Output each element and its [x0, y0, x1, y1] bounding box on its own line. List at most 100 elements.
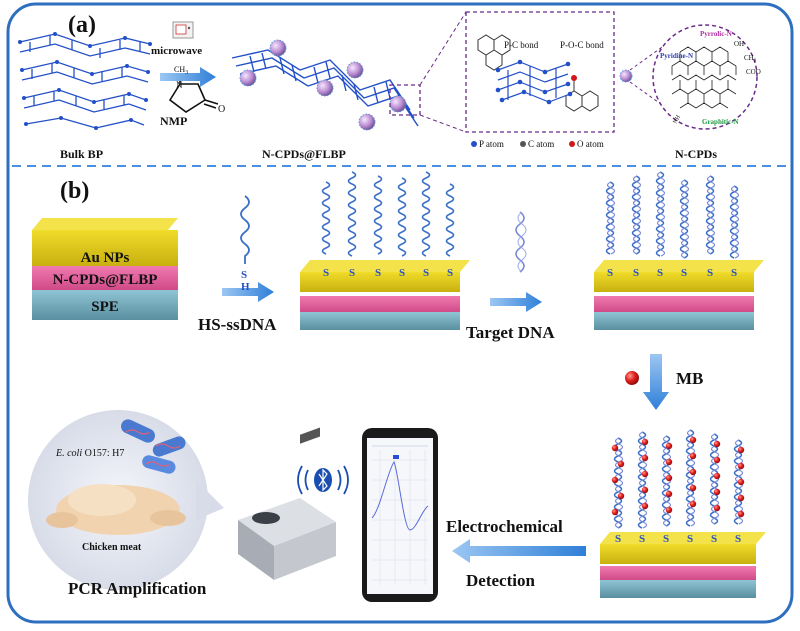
mb-molecule: [641, 502, 649, 510]
zoom-line-top: [419, 11, 467, 86]
thiol-s-marker: S: [447, 267, 453, 279]
thiol-s-marker: S: [687, 533, 693, 545]
poc-bond-label: P-O-C bond: [560, 40, 604, 50]
mb-molecule: [611, 508, 619, 516]
mb-dsdna-complement: [686, 429, 696, 527]
thiol-s-marker: S: [681, 267, 687, 279]
ssdna-strand: [397, 177, 407, 257]
thiol-s-marker: S: [349, 267, 355, 279]
chicken-illustration: [46, 484, 186, 535]
mb-ball: [625, 371, 639, 385]
thiol-s-marker: S: [375, 267, 381, 279]
thiol-s-marker: S: [707, 267, 713, 279]
ssdna-strand: [347, 171, 357, 257]
ncpds-label: N-CPDs: [675, 147, 717, 161]
ssdna-strand: [421, 171, 431, 257]
ecoli-bacteria: [121, 419, 186, 474]
thiol-s-marker: S: [399, 267, 405, 279]
mb-molecule: [737, 446, 745, 454]
dsdna-complement: [656, 171, 666, 257]
flbp-sheet: [231, 49, 419, 127]
bond-detail-atoms: [495, 59, 573, 105]
ncpds-flbp-layer-label: N-CPDs@FLBP: [53, 272, 158, 288]
mb-molecule: [665, 474, 673, 482]
dsdna-complement: [606, 181, 616, 255]
mb-dsdna-complement: [662, 435, 672, 527]
bluetooth-icon: [297, 465, 349, 495]
mb-molecule: [737, 510, 745, 518]
ssdna-strand: [373, 175, 383, 255]
mb-dsdna-complement: [638, 431, 648, 529]
arrow-step-2: [490, 292, 542, 312]
legend-o-dot: [569, 141, 575, 147]
dsdna-complement: [680, 179, 690, 259]
mb-molecule: [665, 490, 673, 498]
dsdna-complement: [730, 185, 740, 259]
product-label: N-CPDs@FLBP: [262, 147, 346, 161]
bulk-bp-atoms: [18, 32, 152, 130]
panel-a-label: (a): [68, 12, 96, 38]
small-cpd-dot: [619, 69, 633, 83]
legend-p-label: P atom: [479, 139, 504, 149]
electrode-mb: [600, 532, 766, 598]
oh-label: OH: [734, 40, 744, 48]
ch3-label: CH3: [744, 54, 757, 64]
zoom-source-box: [389, 84, 421, 116]
electrode-ssdna: [300, 260, 470, 330]
panel-b-label: (b): [60, 178, 89, 204]
bond-oxygen-atom: [571, 75, 577, 81]
mb-molecule: [665, 458, 673, 466]
thiol-s-marker: S: [607, 267, 613, 279]
outer-frame: [6, 2, 794, 624]
thiol-h-label: H: [241, 281, 250, 293]
mb-molecule: [737, 462, 745, 470]
mb-molecule: [737, 478, 745, 486]
mb-molecule: [689, 452, 697, 460]
thiol-s-marker: S: [657, 267, 663, 279]
electrode-hybridized: [594, 260, 764, 330]
legend-c-dot: [520, 141, 526, 147]
bond-detail-structure: [477, 34, 599, 112]
ssdna-strand: [445, 183, 455, 257]
nmp-nitrogen-label: N: [176, 80, 183, 90]
mb-molecule: [689, 500, 697, 508]
mb-molecule: [617, 492, 625, 500]
chicken-meat-label: Chicken meat: [82, 542, 142, 553]
thiol-s-marker: S: [323, 267, 329, 279]
target-dna-strand: [515, 211, 527, 273]
spe-label: SPE: [91, 299, 119, 315]
thiol-s-marker: S: [735, 533, 741, 545]
thiol-s-label: S: [241, 269, 247, 281]
microwave-label: microwave: [151, 45, 202, 57]
graphitic-label: Graphitic-N: [702, 118, 739, 126]
mb-molecule: [611, 444, 619, 452]
mb-molecule: [713, 440, 721, 448]
graphene-lattice: [671, 46, 737, 109]
pc-bond-label: P-C bond: [504, 40, 539, 50]
nmp-oxygen-label: O: [218, 104, 225, 115]
arrow-bulk-to-product: [160, 67, 216, 87]
thiol-s-marker: S: [423, 267, 429, 279]
nh2-label: NH: [673, 114, 683, 125]
hs-ssdna-label: HS-ssDNA: [198, 315, 277, 334]
hs-ssdna-strand: [240, 195, 250, 264]
mb-molecule: [665, 442, 673, 450]
initial-electrode: [32, 218, 178, 320]
thiol-s-marker: S: [633, 267, 639, 279]
ncpd-structure-circle: [652, 24, 758, 130]
potentiostat-device: [238, 427, 336, 580]
mb-molecule: [641, 438, 649, 446]
pyrrolic-label: Pyrrolic-N: [700, 30, 732, 38]
thiol-s-marker: S: [639, 533, 645, 545]
au-nps-label: Au NPs: [81, 250, 130, 266]
bulk-bp-label: Bulk BP: [60, 147, 103, 161]
mb-molecule: [737, 494, 745, 502]
bond-detail-bp: [497, 61, 571, 103]
nmp-methyl-label: CH3: [174, 65, 188, 76]
mb-molecule: [665, 506, 673, 514]
mb-molecule: [713, 504, 721, 512]
